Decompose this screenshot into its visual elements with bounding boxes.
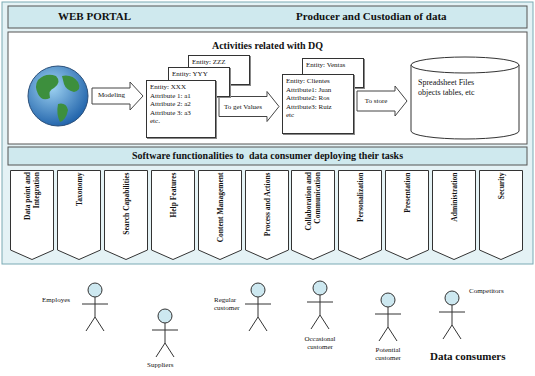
function-tab: Taxonomy <box>57 170 101 260</box>
tab-text: Content Management <box>215 172 224 246</box>
function-tab: Content Management <box>198 170 242 260</box>
function-tab: Process and Actions <box>245 170 289 260</box>
actor-label: Suppliers <box>147 361 173 369</box>
function-band <box>8 147 527 165</box>
globe-land <box>57 104 68 122</box>
entity-name: Entity: Clientes <box>286 77 330 86</box>
function-tab: Presentation <box>385 170 429 260</box>
section-heading: Software functionalities to data consume… <box>8 147 527 165</box>
tab-outline <box>104 171 147 260</box>
tab-text: Personalization <box>356 172 365 246</box>
function-tab: Security <box>479 170 523 260</box>
attribute-line: etc. <box>150 117 160 126</box>
attribute-line: Attribute 1: a1 <box>150 92 191 101</box>
tab-text: Search Capabilities <box>121 172 130 246</box>
cylinder-top <box>411 57 519 73</box>
entity-name: Entity: ZZZ <box>192 58 226 67</box>
tab-outline <box>11 171 54 260</box>
block-arrow <box>357 86 407 116</box>
actor-label: Occasional customer <box>300 335 340 351</box>
attribute-line: Attribute2: Ros <box>286 94 329 103</box>
tab-outline <box>386 171 429 260</box>
actor-label: Competitors <box>469 287 504 295</box>
actor-label: Potential customer <box>368 346 408 362</box>
dq-panel <box>8 32 527 144</box>
cylinder-body <box>411 65 519 139</box>
attribute-line: etc <box>286 111 294 120</box>
tab-text: Collaboration and Communication <box>304 172 322 246</box>
tab-outline <box>339 171 382 260</box>
attribute-line: Attribute 3: a3 <box>150 109 191 118</box>
tab-outline <box>245 171 288 260</box>
stick-figure <box>245 283 271 331</box>
section-heading: Activities related with DQ <box>8 40 527 51</box>
cylinder-shape <box>410 56 520 140</box>
globe-land <box>62 76 79 92</box>
attribute-line: Attribute 2: a2 <box>150 100 191 109</box>
block-arrow <box>92 82 143 110</box>
attribute-line: Attribute3: Ruiz <box>286 103 332 112</box>
section-panel: Activities related with DQ Entity: ZZZ Ent… <box>8 32 527 144</box>
entity-name: Entity: YYY <box>172 70 208 79</box>
arrow-label: Modeling <box>94 91 129 99</box>
tab-outline <box>57 171 100 260</box>
tab-text: Taxonomy <box>74 172 83 246</box>
tab-outline <box>151 171 194 260</box>
globe <box>28 66 88 126</box>
function-tab: Personalization <box>338 170 382 260</box>
function-tab: Search Capabilities <box>104 170 148 260</box>
actor-label: Employes <box>42 296 70 304</box>
portal-frame <box>2 2 533 264</box>
tab-text: Help Features <box>168 172 177 246</box>
header-text: Producer and Custodian of data <box>296 10 447 23</box>
tab-text: Data point and Integration <box>23 172 41 246</box>
stick-figure <box>439 291 465 339</box>
stick-figure <box>375 293 401 341</box>
stick-figure <box>307 281 333 329</box>
function-tab: Help Features <box>151 170 195 260</box>
arrow-label: To store <box>359 97 393 105</box>
group-label: Data consumers <box>430 350 505 363</box>
storage-cylinder: Spreadsheet Files objects tables, etc <box>410 56 520 140</box>
function-tab: Collaboration and Communication <box>291 170 335 260</box>
tab-text: Process and Actions <box>262 172 271 246</box>
tab-text: Administration <box>450 172 459 246</box>
globe-land <box>36 75 59 100</box>
entity-card: Entity: XXXAttribute 1: a1Attribute 2: a… <box>146 80 216 138</box>
tab-outline <box>480 171 523 260</box>
header-band <box>8 6 527 28</box>
tab-outline <box>198 171 241 260</box>
tab-text: Presentation <box>403 172 412 246</box>
entity-name: Entity: Ventas <box>306 61 345 70</box>
storage-text: Spreadsheet Files objects tables, etc <box>418 78 480 98</box>
function-tab: Administration <box>432 170 476 260</box>
actor-label: Regular customer <box>214 296 248 312</box>
section-band: Software functionalities to data consume… <box>8 147 527 165</box>
page-title: WEB PORTAL <box>58 10 131 22</box>
attribute-line: Attribute1: Juan <box>286 86 331 95</box>
tab-outline <box>292 171 335 260</box>
stick-figure <box>152 309 178 357</box>
tab-outline <box>433 171 476 260</box>
arrow-label: To get Values <box>221 103 265 111</box>
entity-card: Entity: ClientesAttribute1: JuanAttribut… <box>282 74 354 134</box>
function-tab: Data point and Integration <box>10 170 54 260</box>
stick-figure <box>82 283 108 331</box>
entity-name: Entity: XXX <box>150 83 186 92</box>
tab-text: Security <box>497 172 506 246</box>
